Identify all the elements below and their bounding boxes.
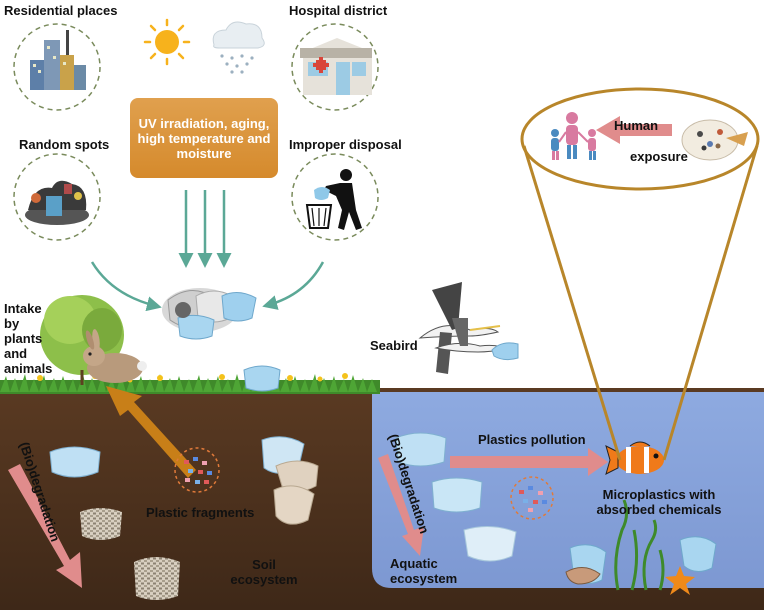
plastic-fragments-label: Plastic fragments (146, 505, 255, 520)
starfish-icon (665, 566, 695, 595)
soil-ecosystem-label: Soil ecosystem (230, 557, 298, 587)
residential-places-label: Residential places (4, 3, 118, 18)
hospital-district-icon (291, 23, 379, 111)
human-exposure-arrow (596, 116, 672, 144)
random-spots-label: Random spots (19, 137, 110, 152)
biodegradation-water-arrow (378, 454, 424, 556)
rain-cloud-icon (212, 21, 265, 74)
hospital-district-label: Hospital district (289, 3, 388, 18)
process-box: UV irradiation, aging, high temperature … (130, 98, 278, 178)
sun-icon (143, 18, 191, 66)
grass-strip (0, 373, 380, 394)
clownfish-icon (605, 441, 664, 475)
mask-on-grass-icon (243, 365, 281, 392)
intake-label: Intake by plants and animals (4, 301, 53, 376)
water-fragments-icon (510, 476, 554, 520)
family-icon (551, 112, 596, 160)
biodegradation-soil-arrow (8, 464, 82, 588)
seaweed-icon (614, 499, 665, 591)
plastic-fragments-icon (174, 447, 220, 493)
teal-arrows (90, 190, 325, 312)
aquatic-ecosystem-label: Aquatic ecosystem (390, 556, 458, 586)
human-exposure-label-2: exposure (630, 149, 688, 164)
improper-disposal-label: Improper disposal (289, 137, 402, 152)
soil-masks (49, 436, 319, 600)
uptake-arrow (106, 386, 196, 478)
seafood-bowl-icon (681, 119, 748, 161)
shrimp-icon (565, 567, 601, 585)
seabird-label: Seabird (370, 338, 418, 353)
residential-places-icon (13, 23, 101, 111)
improper-disposal-icon (291, 153, 379, 241)
zoom-funnel (520, 87, 760, 461)
random-spots-icon (13, 153, 101, 241)
plastics-pollution-arrow (450, 448, 608, 476)
human-exposure-label-1: Human (614, 118, 659, 133)
rabbit-icon (83, 329, 147, 383)
plastics-pollution-label: Plastics pollution (478, 432, 586, 447)
water-masks (395, 432, 717, 584)
mask-pile-icon (162, 288, 257, 340)
process-box-text: UV irradiation, aging, high temperature … (137, 115, 271, 161)
seabird-icon (418, 282, 519, 374)
microplastics-label: Microplastics with absorbed chemicals (596, 487, 722, 517)
